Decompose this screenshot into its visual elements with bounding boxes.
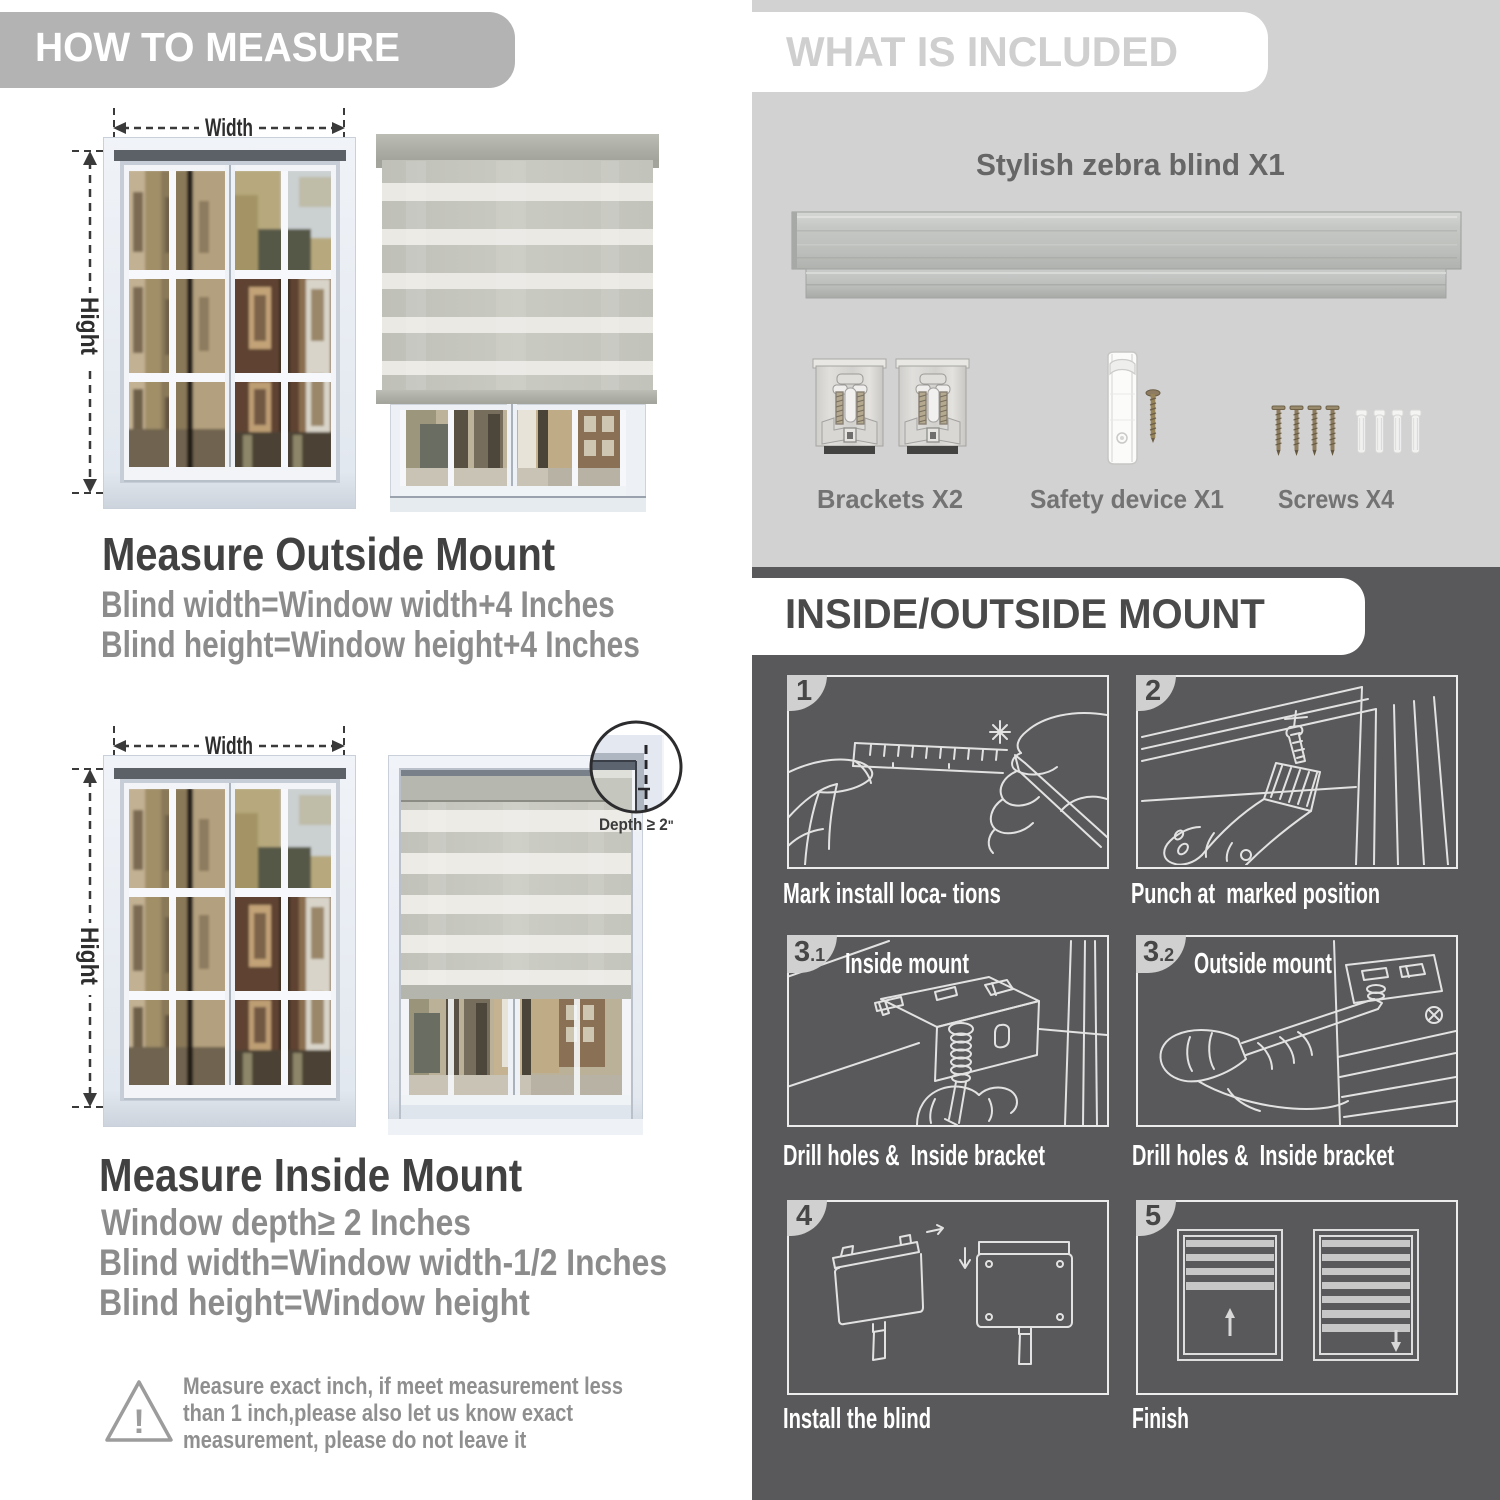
svg-text:!: ! — [133, 1403, 144, 1441]
svg-text:Hight: Hight — [75, 297, 103, 356]
svg-text:Hight: Hight — [75, 927, 103, 986]
